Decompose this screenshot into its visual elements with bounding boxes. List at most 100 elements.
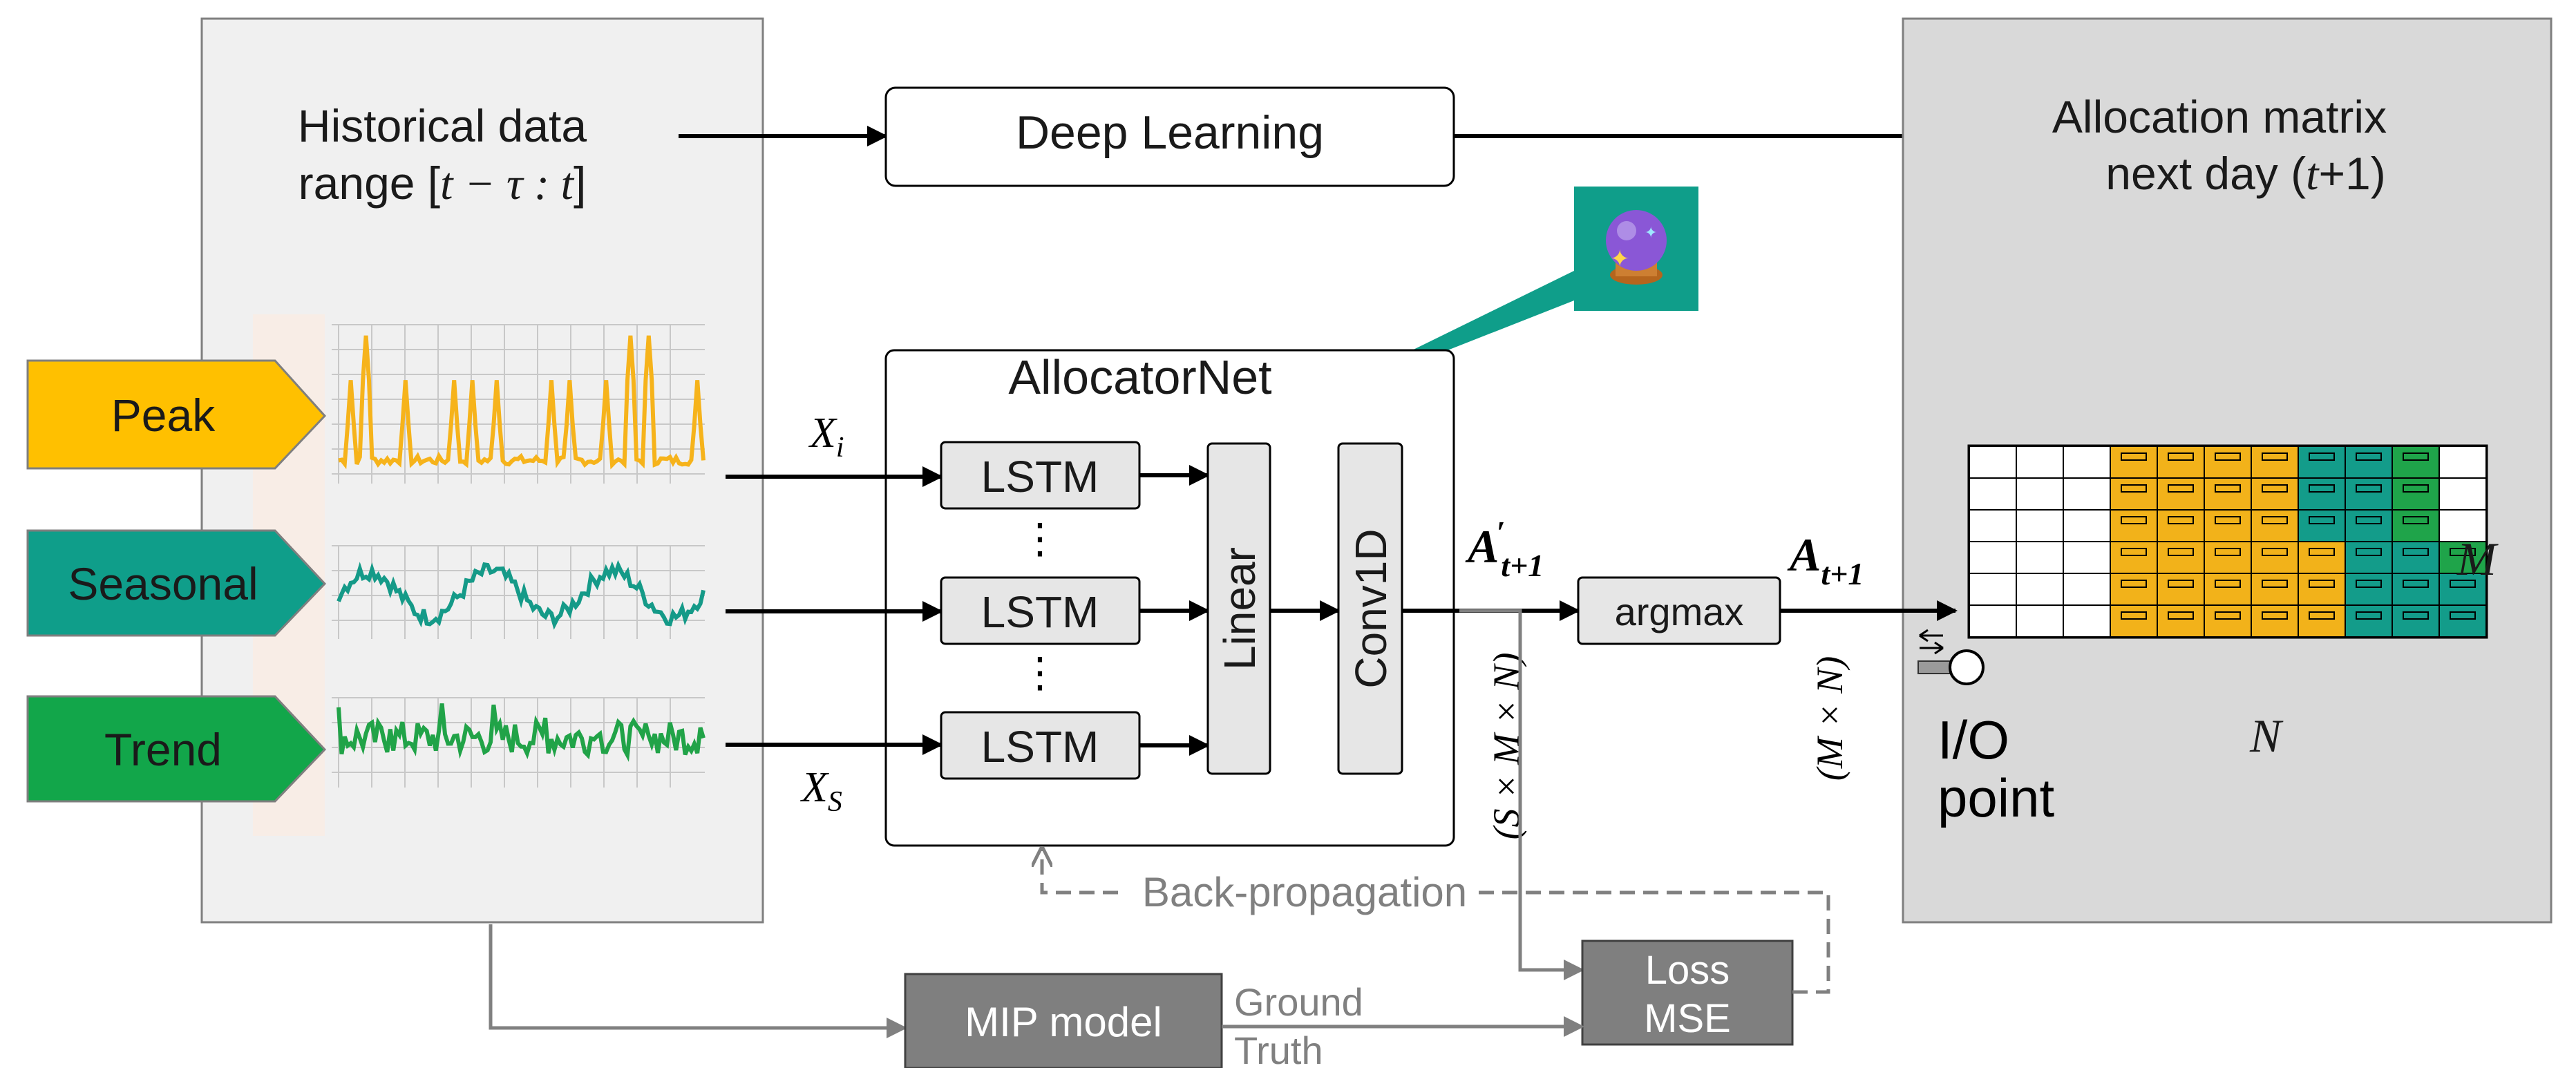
left-panel-title-line2: range [t − τ : t] [299, 158, 587, 209]
matrix-cell [2345, 573, 2393, 606]
matrix-cell [2251, 509, 2299, 542]
matrix-cell [2298, 573, 2346, 606]
matrix-cell [2016, 541, 2064, 574]
matrix-cell [2110, 446, 2158, 479]
argmax-box: argmax [1577, 576, 1781, 645]
bin-handle [2168, 611, 2194, 620]
matrix-cell [2345, 541, 2393, 574]
bin-handle [2450, 611, 2476, 620]
matrix-cell [1969, 541, 2017, 574]
matrix-cell [2157, 541, 2205, 574]
bin-handle [2215, 580, 2241, 588]
matrix-cell [2392, 541, 2440, 574]
bin-handle [2309, 548, 2335, 556]
matrix-cell [2204, 541, 2252, 574]
bin-handle [2168, 548, 2194, 556]
bin-handle [2262, 548, 2288, 556]
svg-text:Trend: Trend [104, 724, 222, 775]
svg-text:Seasonal: Seasonal [68, 558, 258, 609]
matrix-cell [2438, 573, 2487, 606]
mip-model-box: MIP model [904, 973, 1223, 1068]
deep-learning-box: Deep Learning [884, 86, 1455, 187]
bin-handle [2262, 611, 2288, 620]
allocatornet-title: AllocatorNet [1008, 350, 1271, 404]
peak-series-line [338, 335, 705, 470]
component-tag-seasonal: Seasonal [26, 529, 327, 637]
bin-handle [2168, 452, 2194, 461]
svg-text:MSE: MSE [1644, 996, 1731, 1041]
bin-handle [2403, 516, 2429, 524]
bin-handle [2168, 484, 2194, 493]
ground-truth-line1: Ground [1234, 980, 1363, 1024]
matrix-cell [2016, 573, 2064, 606]
svg-text:Loss: Loss [1645, 948, 1730, 993]
matrix-cell [2110, 604, 2158, 638]
svg-text:Peak: Peak [111, 390, 216, 441]
bin-handle [2450, 580, 2476, 588]
backprop-label-bg [1126, 872, 1479, 913]
matrix-cell [2392, 446, 2440, 479]
matrix-cell [2063, 477, 2111, 511]
svg-text:MIP model: MIP model [965, 999, 1162, 1045]
io-label-line2: point [1938, 767, 2054, 828]
bin-handle [2309, 452, 2335, 461]
svg-text:argmax: argmax [1615, 590, 1744, 633]
backprop-connector [1042, 848, 1830, 994]
matrix-cell [1969, 509, 2017, 542]
matrix-cell [2298, 509, 2346, 542]
bin-handle [2309, 484, 2335, 493]
svg-text:Conv1D: Conv1D [1346, 528, 1396, 688]
bin-handle [2168, 516, 2194, 524]
right-panel-title-line1: Allocation matrix [2052, 91, 2387, 142]
bin-handle [2403, 484, 2429, 493]
bin-handle [2403, 548, 2429, 556]
predicted-label: A′t+1 [1465, 515, 1544, 583]
bin-handle [2121, 452, 2147, 461]
matrix-cell [2251, 604, 2299, 638]
bin-handle [2215, 516, 2241, 524]
bin-handle [2121, 484, 2147, 493]
lstm-block-1: LSTM [940, 441, 1141, 510]
matrix-cell [2345, 477, 2393, 511]
crystal-ball-icon: ✦ ✦ [1574, 187, 1698, 311]
matrix-cell [2251, 477, 2299, 511]
prediction-to-loss-connector [1459, 609, 1584, 980]
ground-truth-line2: Truth [1234, 1029, 1323, 1068]
lstm-block-2: LSTM [940, 576, 1141, 645]
matrix-cell [2063, 541, 2111, 574]
matrix-cell [2392, 477, 2440, 511]
bin-handle [2356, 548, 2382, 556]
bin-handle [2121, 580, 2147, 588]
bin-handle [2262, 516, 2288, 524]
output-label: At+1 [1787, 528, 1864, 591]
bin-handle [2215, 611, 2241, 620]
matrix-cell [2016, 446, 2064, 479]
matrix-cell [2157, 573, 2205, 606]
matrix-cell [2016, 509, 2064, 542]
bin-handle [2262, 484, 2288, 493]
bin-handle [2403, 611, 2429, 620]
matrix-cell [2345, 604, 2393, 638]
matrix-cell [2392, 604, 2440, 638]
matrix-cell [2204, 509, 2252, 542]
bin-handle [2121, 548, 2147, 556]
svg-text:Linear: Linear [1215, 547, 1265, 670]
matrix-cell [2438, 604, 2487, 638]
matrix-row-dim: M [2456, 533, 2499, 585]
lstm-ellipsis-2: ⋮ [1019, 649, 1061, 696]
matrix-cell [2438, 446, 2487, 479]
bin-handle [2403, 452, 2429, 461]
matrix-cell [1969, 446, 2017, 479]
svg-text:LSTM: LSTM [981, 722, 1099, 772]
bin-handle [2356, 611, 2382, 620]
left-panel-title-line1: Historical data [298, 100, 587, 151]
matrix-cell [1969, 477, 2017, 511]
matrix-cell [2298, 477, 2346, 511]
matrix-cell [2016, 477, 2064, 511]
lstm-block-3: LSTM [940, 711, 1141, 780]
matrix-cell [2251, 541, 2299, 574]
bin-handle [2262, 452, 2288, 461]
bin-handle [2356, 580, 2382, 588]
svg-text:LSTM: LSTM [981, 587, 1099, 637]
matrix-cell [2157, 477, 2205, 511]
